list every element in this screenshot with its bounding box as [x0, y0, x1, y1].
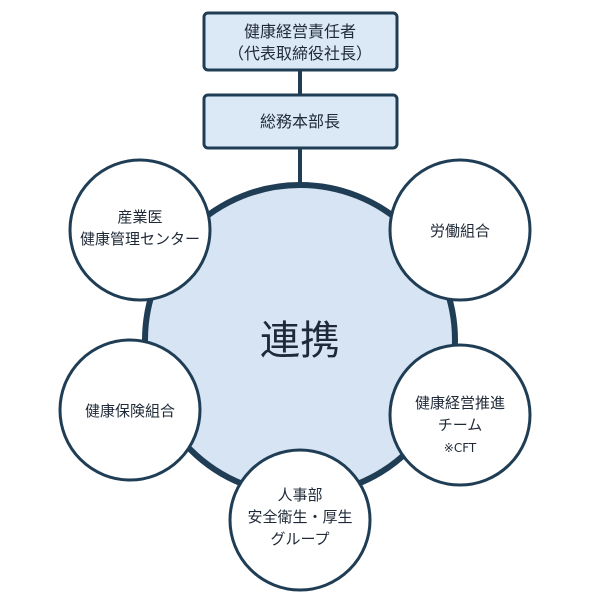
hub-label: 連携	[260, 318, 340, 364]
node-health-insurance: 健康保険組合	[58, 338, 202, 482]
node-labor-union: 労働組合	[388, 158, 532, 302]
node-hr-safety-line1: 人事部	[277, 486, 322, 504]
node-health-insurance-circle	[58, 338, 202, 482]
node-hr-safety: 人事部 安全衛生・厚生 グループ	[228, 448, 372, 592]
general-affairs-box	[202, 93, 399, 150]
node-labor-union-circle	[388, 158, 532, 302]
node-hr-safety-line2: 安全衛生・厚生	[247, 508, 352, 526]
health-executive-box	[202, 11, 399, 72]
health-executive-subtitle: （代表取締役社長）	[228, 44, 372, 63]
general-affairs-label: 総務本部長	[260, 112, 340, 131]
node-occupational-health: 産業医 健康管理センター	[68, 158, 212, 302]
node-occupational-health-line1: 産業医	[117, 208, 162, 226]
node-labor-union-label: 労働組合	[430, 222, 490, 240]
health-executive-title: 健康経営責任者	[244, 22, 356, 41]
node-health-insurance-label: 健康保険組合	[85, 402, 175, 420]
node-occupational-health-circle	[68, 158, 212, 302]
node-occupational-health-line2: 健康管理センター	[80, 230, 200, 248]
node-health-team-circle	[388, 343, 532, 487]
node-health-team-line2: チーム	[438, 416, 483, 434]
node-health-team-line1: 健康経営推進	[415, 394, 505, 412]
node-hr-safety-circle	[228, 448, 372, 592]
node-health-team: 健康経営推進 チーム ※CFT	[388, 343, 532, 487]
node-health-team-note: ※CFT	[444, 441, 477, 455]
node-hr-safety-line3: グループ	[270, 530, 329, 548]
